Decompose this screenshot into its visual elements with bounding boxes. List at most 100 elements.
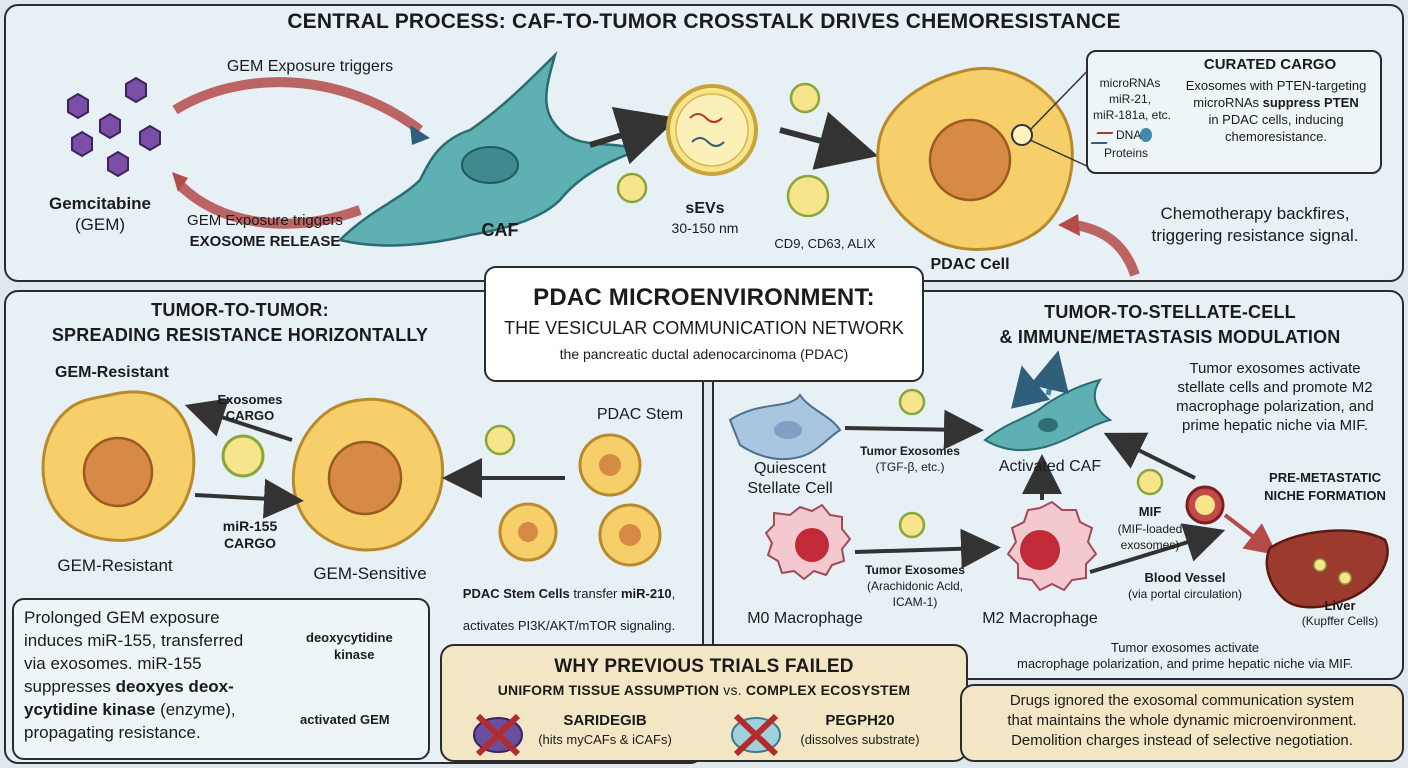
mir155-cargo-2: CARGO [223,535,277,551]
backfire-text-2: triggering resistance signal. [1151,226,1359,245]
left-box-line-3: via exosomes. miR-155 [24,654,202,673]
legend-activated-gem: activated GEM [300,712,390,727]
right-desc-3: macrophage polarization, and [1176,398,1374,415]
gem-resistant-cell-icon [41,390,196,542]
gem-sensitive-cell-icon [291,397,445,552]
exosomes-cargo-1: Exosomes [217,392,283,407]
tumor-exosomes-label-2: Tumor Exosomes [865,563,965,577]
sev-label: sEVs [685,200,725,217]
tumor-exosomes-label-1: Tumor Exosomes [860,444,960,458]
stem-desc-d: , [671,586,676,601]
cargo-title: CURATED CARGO [1203,56,1337,73]
right-footer-2: macrophage polarization, and prime hepat… [1016,656,1353,671]
quiescent-label-1: Quiescent [753,460,827,477]
backfire-text-1: Chemotherapy backfires, [1160,204,1350,223]
exosomes-cargo-2: CARGO [225,408,275,423]
m2-macrophage-label: M2 Macrophage [982,610,1098,627]
liver-label: Liver [1324,598,1356,613]
sev-markers: CD9, CD63, ALIX [774,236,876,251]
left-box-line-4: suppresses deoxyes deox- [24,677,284,697]
exosome-release-label: EXOSOME RELEASE [189,233,341,250]
blood-vessel-label: Blood Vessel [1144,570,1226,585]
right-title-1: TUMOR-TO-STELLATE-CELL [1044,302,1296,322]
gem-exposure-label-bottom: GEM Exposure triggers [187,212,343,229]
gem-resistant-bottom-label: GEM-Resistant [57,556,173,575]
tumor-exosomes-desc-1: (TGF-β, etc.) [875,460,945,474]
cargo-mir21: miR-21, [1108,92,1151,106]
trials-subtitle-b: vs. [719,682,746,698]
pdac-cell-label: PDAC Cell [930,256,1010,273]
drug2-desc: (dissolves substrate) [800,732,920,747]
left-box-line-4a: suppresses [24,677,116,696]
pdac-cell-icon [876,67,1074,251]
center-subtitle: THE VESICULAR COMMUNICATION NETWORK [504,318,904,338]
cargo-mir181: miR-181a, etc. [1092,108,1172,122]
cargo-vesicle-icon [221,434,265,478]
cargo-desc-2a: microRNAs [1193,95,1263,110]
gemcitabine-molecules-icon [67,76,161,178]
pre-metastatic-label-1: PRE-METASTATIC [1269,470,1381,485]
drug2-name: PEGPH20 [825,712,895,729]
quiescent-label-2: Stellate Cell [747,480,833,497]
gem-exposure-arrow-back [176,181,362,229]
drug1-name: SARIDEGIB [563,712,647,729]
mif-desc-2: (MIF-loaded [1117,522,1183,536]
cargo-desc-3: in PDAC cells, inducing [1208,112,1344,127]
mif-label: MIF [1138,504,1162,519]
pegph20-icon [731,713,781,757]
left-box-line-5a: ycytidine kinase [24,700,156,719]
stem-desc-c: miR-210 [621,586,672,601]
m0-macrophage-label: M0 Macrophage [747,610,863,627]
left-box-line-4b: deoxyes deox- [115,677,234,696]
conclusion-panel [960,684,1404,762]
top-panel-title: CENTRAL PROCESS: CAF-TO-TUMOR CROSSTALK … [287,10,1121,33]
right-footer-1: Tumor exosomes activate [1110,640,1260,655]
tumor-exosomes-desc-2: (Arachidonic Acld, [866,579,964,593]
cargo-desc-2b: suppress PTEN [1262,95,1359,110]
bottom-panel [440,644,968,762]
left-box-line-1: Prolonged GEM exposure [24,608,220,627]
right-desc-1: Tumor exosomes activate [1189,360,1361,377]
cargo-proteins: Proteins [1104,146,1149,160]
cargo-desc-4: chemoresistance. [1225,129,1327,144]
right-desc-2: stellate cells and promote M2 [1177,379,1373,396]
cargo-mirna: microRNAs [1099,76,1161,90]
activated-caf-label: Activated CAF [998,458,1102,475]
blood-vessel-icon [1185,485,1225,525]
m2-macrophage-icon [1006,500,1098,592]
pdac-stem-label: PDAC Stem [596,406,684,423]
tumor-exosomes-desc-2c: ICAM-1) [892,595,938,609]
drug1-desc: (hits myCAFs & iCAFs) [538,732,672,747]
left-title-1: TUMOR-TO-TUMOR: [151,300,329,320]
left-explanation-box [12,598,430,760]
trials-subtitle-a: UNIFORM TISSUE ASSUMPTION [497,682,720,698]
portal-circulation-label: (via portal circulation) [1127,587,1243,601]
conclusion-line-2: that maintains the whole dynamic microen… [1007,712,1357,729]
caf-cell-icon [337,50,644,247]
curated-cargo-box [1086,50,1382,174]
backfire-arrow [1074,220,1140,277]
center-title-box [484,266,924,382]
stem-desc-b: transfer [569,586,621,601]
cargo-desc-2: microRNAs suppress PTEN [1176,95,1376,110]
left-title-2: SPREADING RESISTANCE HORIZONTALLY [51,325,429,345]
pdac-stem-cells-icon [498,433,662,567]
small-vesicles-icon [616,82,830,218]
left-box-line-6: propagating resistance. [24,723,201,742]
right-desc-4: prime hepatic niche via MIF. [1182,417,1368,434]
gem-resistant-top-label: GEM-Resistant [55,364,169,381]
left-box-line-5: ycytidine kinase (enzyme), [24,700,294,720]
cargo-dna: DNA [1116,128,1142,142]
left-box-line-2: induces miR-155, transferred [24,631,244,650]
stem-desc-2: activates PI3K/AKT/mTOR signaling. [462,618,676,633]
liver-icon [1265,529,1389,609]
m0-macrophage-icon [764,503,852,581]
saridegib-icon [473,713,523,757]
trials-subtitle-c: COMPLEX ECOSYSTEM [745,682,911,698]
mir155-cargo-1: miR-155 [222,518,278,534]
gemcitabine-label: Gemcitabine [48,194,152,213]
gem-sensitive-label: GEM-Sensitive [313,564,427,583]
center-note: the pancreatic ductal adenocarcinoma (PD… [559,346,849,362]
trials-subtitle: UNIFORM TISSUE ASSUMPTION vs. COMPLEX EC… [440,682,968,698]
